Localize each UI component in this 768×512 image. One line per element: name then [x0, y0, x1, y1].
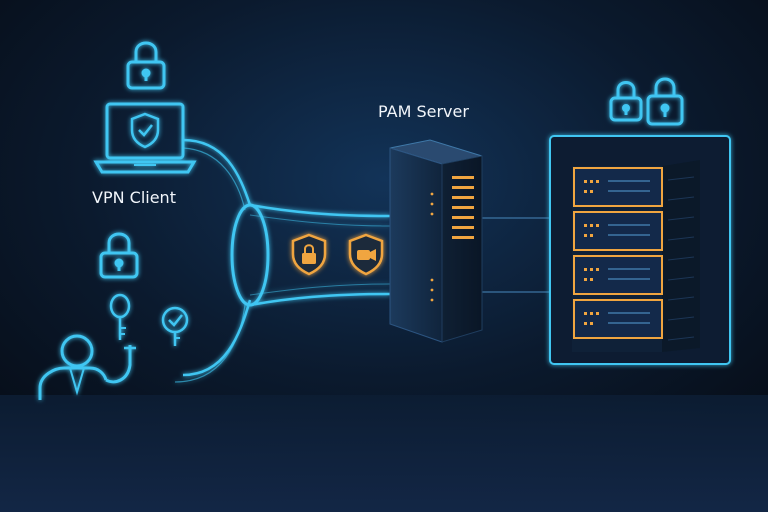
key-icon — [109, 293, 131, 340]
shield-camera-icon — [348, 233, 384, 276]
laptop-icon — [93, 102, 197, 174]
server-rack-icon — [549, 135, 731, 365]
padlock-icon — [646, 77, 684, 126]
pam-server-label: PAM Server — [378, 102, 469, 121]
key-check-icon — [161, 306, 189, 346]
padlock-icon — [126, 41, 166, 90]
padlock-icon — [99, 232, 139, 279]
server-tower-icon — [389, 139, 483, 343]
shield-lock-icon — [291, 233, 327, 276]
user-icon — [38, 334, 136, 400]
vpn-client-label: VPN Client — [92, 188, 176, 207]
uplink-lines — [480, 217, 552, 293]
floor — [0, 395, 768, 512]
shield-check-icon — [130, 112, 160, 149]
padlock-icon — [609, 81, 643, 122]
connection-funnel — [174, 138, 391, 383]
